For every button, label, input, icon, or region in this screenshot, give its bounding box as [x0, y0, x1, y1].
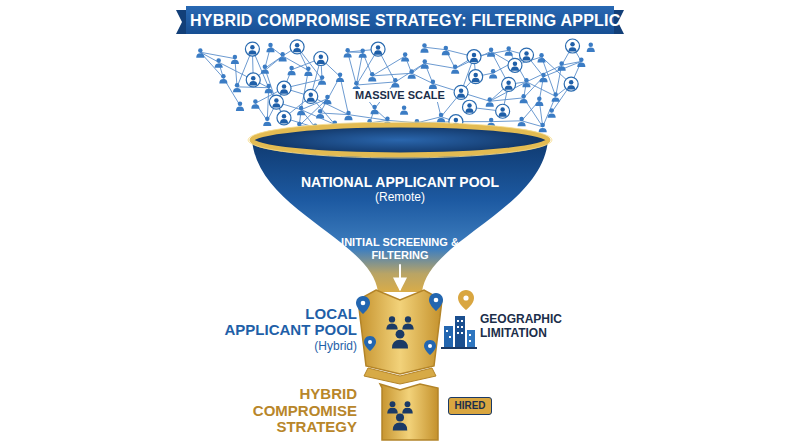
flow-arrow — [399, 264, 401, 290]
hired-people-icon — [387, 401, 413, 430]
screening-band: INITIAL SCREENING & FILTERING — [338, 236, 462, 261]
node-subtext: (Hybrid) — [222, 339, 357, 355]
applicant-network — [196, 39, 595, 133]
node-heading: HYBRID COMPROMISE STRATEGY — [232, 386, 357, 436]
node-heading: HIRED — [453, 400, 487, 412]
local-pool-section — [358, 290, 442, 374]
node-heading: LOCAL APPLICANT POOL — [222, 306, 357, 339]
local-people-icon — [386, 316, 413, 348]
local-pool-section: LOCAL APPLICANT POOL(Hybrid) — [222, 290, 445, 370]
diagram-title: HYBRID COMPROMISE STRATEGY: FILTERING AP… — [190, 8, 610, 34]
node-heading: NATIONAL APPLICANT POOL — [290, 174, 510, 190]
hybrid-strategy-section: HYBRID COMPROMISE STRATEGY — [232, 382, 445, 440]
node-subtext: (Remote) — [290, 190, 510, 206]
hired-section — [380, 384, 438, 440]
funnel-body — [252, 140, 548, 292]
map-pin — [356, 293, 443, 355]
scale-label: MASSIVE SCALE — [351, 89, 449, 102]
node-heading: INITIAL SCREENING & FILTERING — [338, 236, 462, 261]
city-icon — [441, 290, 477, 349]
national-pool-band: NATIONAL APPLICANT POOL(Remote) — [290, 174, 510, 206]
funnel-rim — [252, 125, 548, 155]
geographic-label: GEOGRAPHIC LIMITATION — [480, 312, 576, 341]
hired-tag: HIRED — [448, 397, 492, 415]
title-banner — [176, 6, 624, 34]
